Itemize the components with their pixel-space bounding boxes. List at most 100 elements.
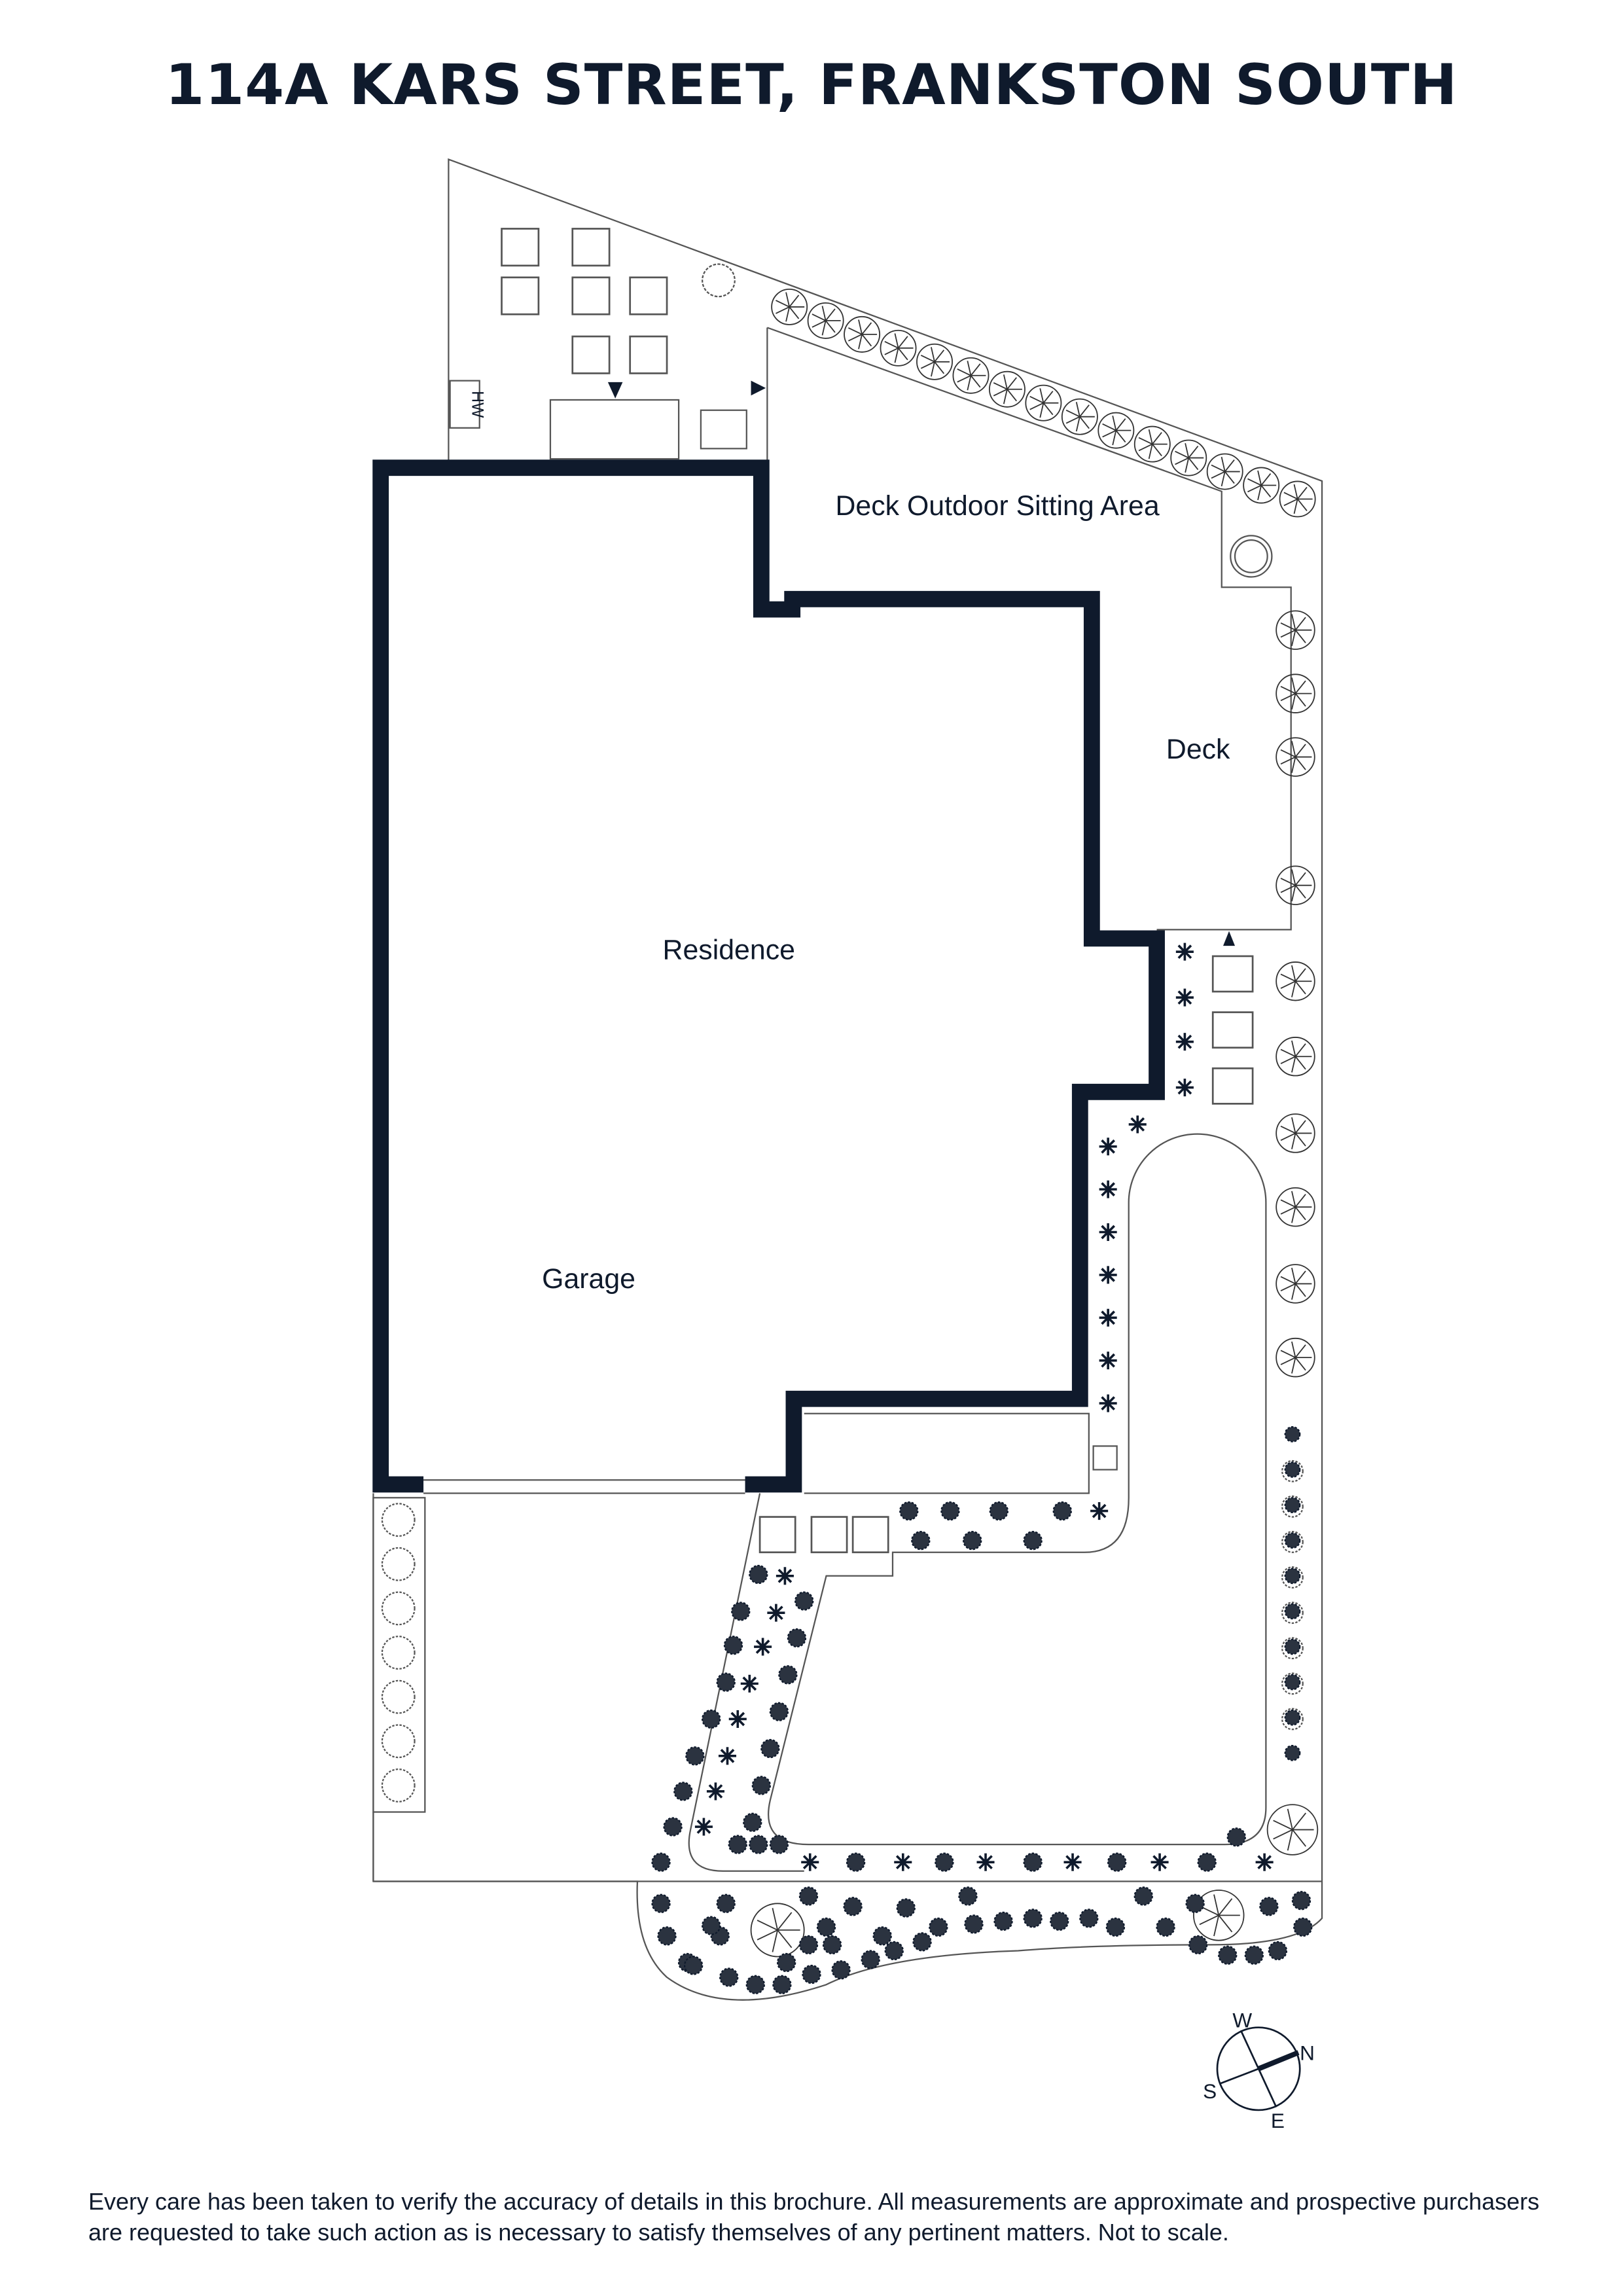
step bbox=[549, 399, 680, 460]
flower-icon bbox=[894, 1853, 912, 1871]
shrub-icon bbox=[989, 1501, 1008, 1521]
shrub-icon bbox=[1185, 1893, 1205, 1913]
shrub-icon bbox=[657, 1926, 677, 1946]
shrub-icon bbox=[958, 1886, 978, 1906]
shrub-icon bbox=[1107, 1852, 1127, 1872]
hedge-plant-icon bbox=[1281, 1566, 1304, 1588]
tree-icon bbox=[1243, 467, 1280, 504]
tree-icon bbox=[1275, 1187, 1315, 1227]
tree-icon bbox=[1025, 384, 1062, 422]
tree-icon bbox=[1061, 398, 1098, 435]
flower-icon bbox=[1175, 1033, 1194, 1051]
stepping-stone bbox=[851, 1516, 889, 1554]
lot-boundary bbox=[372, 158, 1323, 2001]
tree-icon bbox=[880, 329, 917, 367]
tree-icon bbox=[771, 288, 808, 325]
shrub-icon bbox=[1079, 1909, 1099, 1928]
hedge-plant-icon bbox=[381, 1636, 416, 1670]
hedge-plant-icon bbox=[1281, 1672, 1304, 1695]
shrub-icon bbox=[651, 1852, 671, 1872]
tree-icon bbox=[1279, 480, 1316, 518]
hedge-plant-icon bbox=[381, 1503, 416, 1537]
tree-icon bbox=[1275, 673, 1315, 713]
tree-icon bbox=[1275, 737, 1315, 777]
shrub-icon bbox=[1156, 1917, 1175, 1937]
tree-icon bbox=[1193, 1890, 1245, 1941]
stepping-stone bbox=[1211, 1011, 1254, 1049]
label-deck-outdoor-sitting-area: Deck Outdoor Sitting Area bbox=[835, 490, 1159, 522]
label-residence: Residence bbox=[663, 934, 795, 965]
shrub-icon bbox=[1023, 1852, 1043, 1872]
tree-icon bbox=[1170, 439, 1207, 476]
flower-icon bbox=[694, 1818, 713, 1836]
tree-icon bbox=[844, 315, 881, 353]
flower-icon bbox=[976, 1853, 995, 1871]
tree-icon bbox=[1275, 865, 1315, 905]
shrub-icon bbox=[743, 1812, 762, 1832]
stepping-stone bbox=[501, 228, 540, 267]
compass-ring bbox=[1216, 2026, 1301, 2111]
stepping-stone bbox=[571, 276, 611, 315]
shrub-icon bbox=[884, 1941, 904, 1961]
tree-icon bbox=[807, 302, 844, 339]
shrub-icon bbox=[702, 1916, 721, 1935]
compass-s: S bbox=[1203, 2079, 1217, 2103]
shrub-icon bbox=[702, 1709, 721, 1729]
arrow-down-icon bbox=[607, 382, 623, 399]
compass bbox=[1216, 2026, 1301, 2111]
flower-icon bbox=[1099, 1266, 1117, 1284]
shrub-icon bbox=[1226, 1827, 1246, 1847]
garden-bed-left bbox=[372, 1497, 426, 1813]
shrub-icon bbox=[1291, 1891, 1311, 1910]
shrub-icon bbox=[787, 1628, 807, 1648]
flower-icon bbox=[1099, 1308, 1117, 1327]
flower-icon bbox=[767, 1604, 785, 1622]
flower-icon bbox=[1099, 1394, 1117, 1412]
tree-icon bbox=[952, 357, 990, 394]
shrub-icon bbox=[1284, 1532, 1301, 1549]
stepping-stone bbox=[571, 228, 611, 267]
deck-planter-inner bbox=[1234, 539, 1268, 573]
shrub-icon bbox=[749, 1835, 768, 1854]
shrub-icon bbox=[1052, 1501, 1072, 1521]
shrub-icon bbox=[1284, 1603, 1301, 1620]
shrub-icon bbox=[831, 1960, 851, 1980]
flower-icon bbox=[728, 1710, 747, 1729]
hedge-plant-icon bbox=[1281, 1531, 1304, 1553]
stepping-stone bbox=[629, 335, 668, 374]
shrub-icon bbox=[716, 1672, 736, 1692]
driveway-garden-bed bbox=[767, 1133, 1267, 1846]
shrub-icon bbox=[1284, 1426, 1301, 1443]
arrow-right-icon bbox=[751, 380, 766, 396]
flower-icon bbox=[801, 1853, 819, 1871]
shrub-icon bbox=[1259, 1897, 1279, 1916]
hedge-plant-icon bbox=[381, 1679, 416, 1714]
shrub-icon bbox=[1284, 1744, 1301, 1761]
hedge-plant-icon bbox=[1281, 1708, 1304, 1731]
shrub-icon bbox=[769, 1835, 789, 1854]
landing bbox=[804, 1412, 1090, 1494]
shrub-icon bbox=[651, 1893, 671, 1913]
flower-icon bbox=[776, 1567, 794, 1585]
shrub-icon bbox=[1284, 1462, 1301, 1478]
page-title: 114A KARS STREET, FRANKSTON SOUTH bbox=[165, 52, 1458, 118]
flower-icon bbox=[718, 1747, 737, 1765]
stepping-stone bbox=[629, 276, 668, 315]
shrub-icon bbox=[1197, 1852, 1217, 1872]
tree-icon bbox=[1275, 1113, 1315, 1153]
flower-icon bbox=[1128, 1115, 1147, 1134]
tree-icon bbox=[916, 343, 953, 380]
shrub-icon bbox=[963, 1531, 982, 1551]
shrub-icon bbox=[794, 1591, 814, 1611]
shrub-icon bbox=[1218, 1945, 1238, 1965]
shrub-icon bbox=[872, 1926, 892, 1946]
compass-south-line bbox=[1220, 2068, 1259, 2085]
shrub-icon bbox=[683, 1956, 704, 1975]
flower-icon bbox=[1175, 988, 1194, 1007]
flower-icon bbox=[1175, 942, 1194, 961]
compass-w: W bbox=[1232, 2009, 1252, 2032]
shrub-icon bbox=[685, 1746, 705, 1766]
step bbox=[700, 409, 747, 450]
stepping-stone bbox=[1211, 1067, 1254, 1105]
